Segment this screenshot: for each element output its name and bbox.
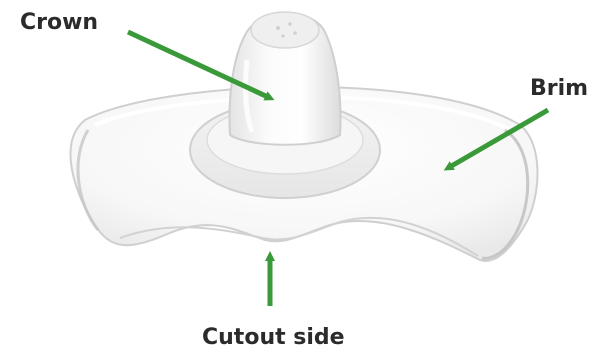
- crown-shape: [230, 12, 341, 145]
- brim-label: Brim: [530, 76, 588, 101]
- crown-label: Crown: [20, 10, 98, 35]
- cutout-side-label: Cutout side: [202, 325, 345, 350]
